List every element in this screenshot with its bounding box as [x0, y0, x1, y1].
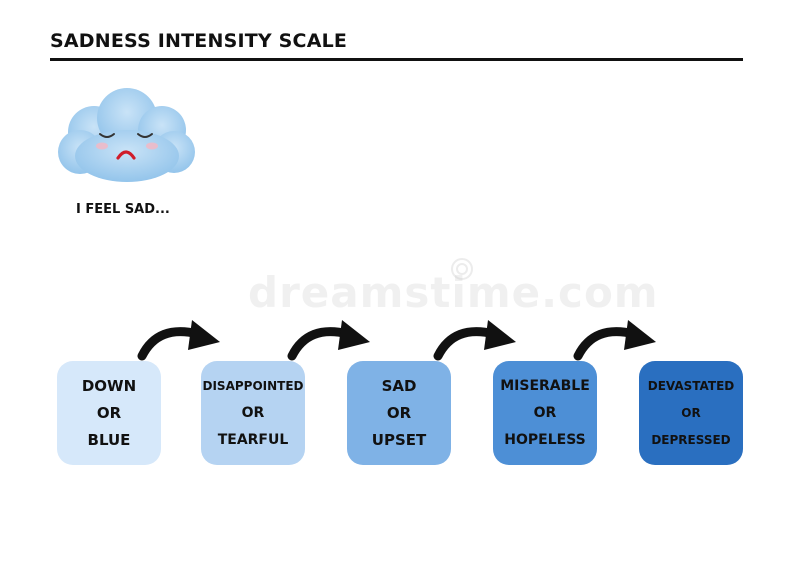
curved-arrow-right-icon	[433, 320, 516, 361]
level-3-line3: UPSET	[371, 430, 427, 449]
level-4-line2: OR	[533, 404, 557, 421]
level-box-3: SAD OR UPSET	[347, 361, 451, 465]
level-3-line2: OR	[386, 403, 412, 422]
watermark-logo-icon	[451, 258, 473, 280]
level-1-line3: BLUE	[87, 430, 131, 449]
level-4-line3: HOPELESS	[504, 431, 586, 448]
level-1-line1: DOWN	[81, 376, 137, 395]
feeling-caption: I FEEL SAD...	[76, 202, 170, 217]
level-2-line2: OR	[241, 404, 265, 421]
level-5-line1: DEVASTATED	[647, 378, 735, 393]
level-5-line2: OR	[681, 405, 701, 420]
level-1-line2: OR	[96, 403, 122, 422]
page-title: SADNESS INTENSITY SCALE	[50, 30, 348, 52]
level-box-5: DEVASTATED OR DEPRESSED	[639, 361, 743, 465]
level-2-line1: DISAPPOINTED	[202, 378, 304, 393]
curved-arrow-right-icon	[287, 320, 370, 361]
sad-cloud-icon	[58, 88, 195, 182]
level-3-line1: SAD	[381, 376, 417, 395]
title-underline	[50, 58, 743, 61]
level-box-1: DOWN OR BLUE	[57, 361, 161, 465]
level-4-line1: MISERABLE	[500, 377, 590, 394]
level-5-line3: DEPRESSED	[651, 432, 731, 447]
curved-arrow-right-icon	[573, 320, 656, 361]
level-2-line3: TEARFUL	[217, 431, 289, 448]
level-box-4: MISERABLE OR HOPELESS	[493, 361, 597, 465]
level-box-2: DISAPPOINTED OR TEARFUL	[201, 361, 305, 465]
curved-arrow-right-icon	[137, 320, 220, 361]
